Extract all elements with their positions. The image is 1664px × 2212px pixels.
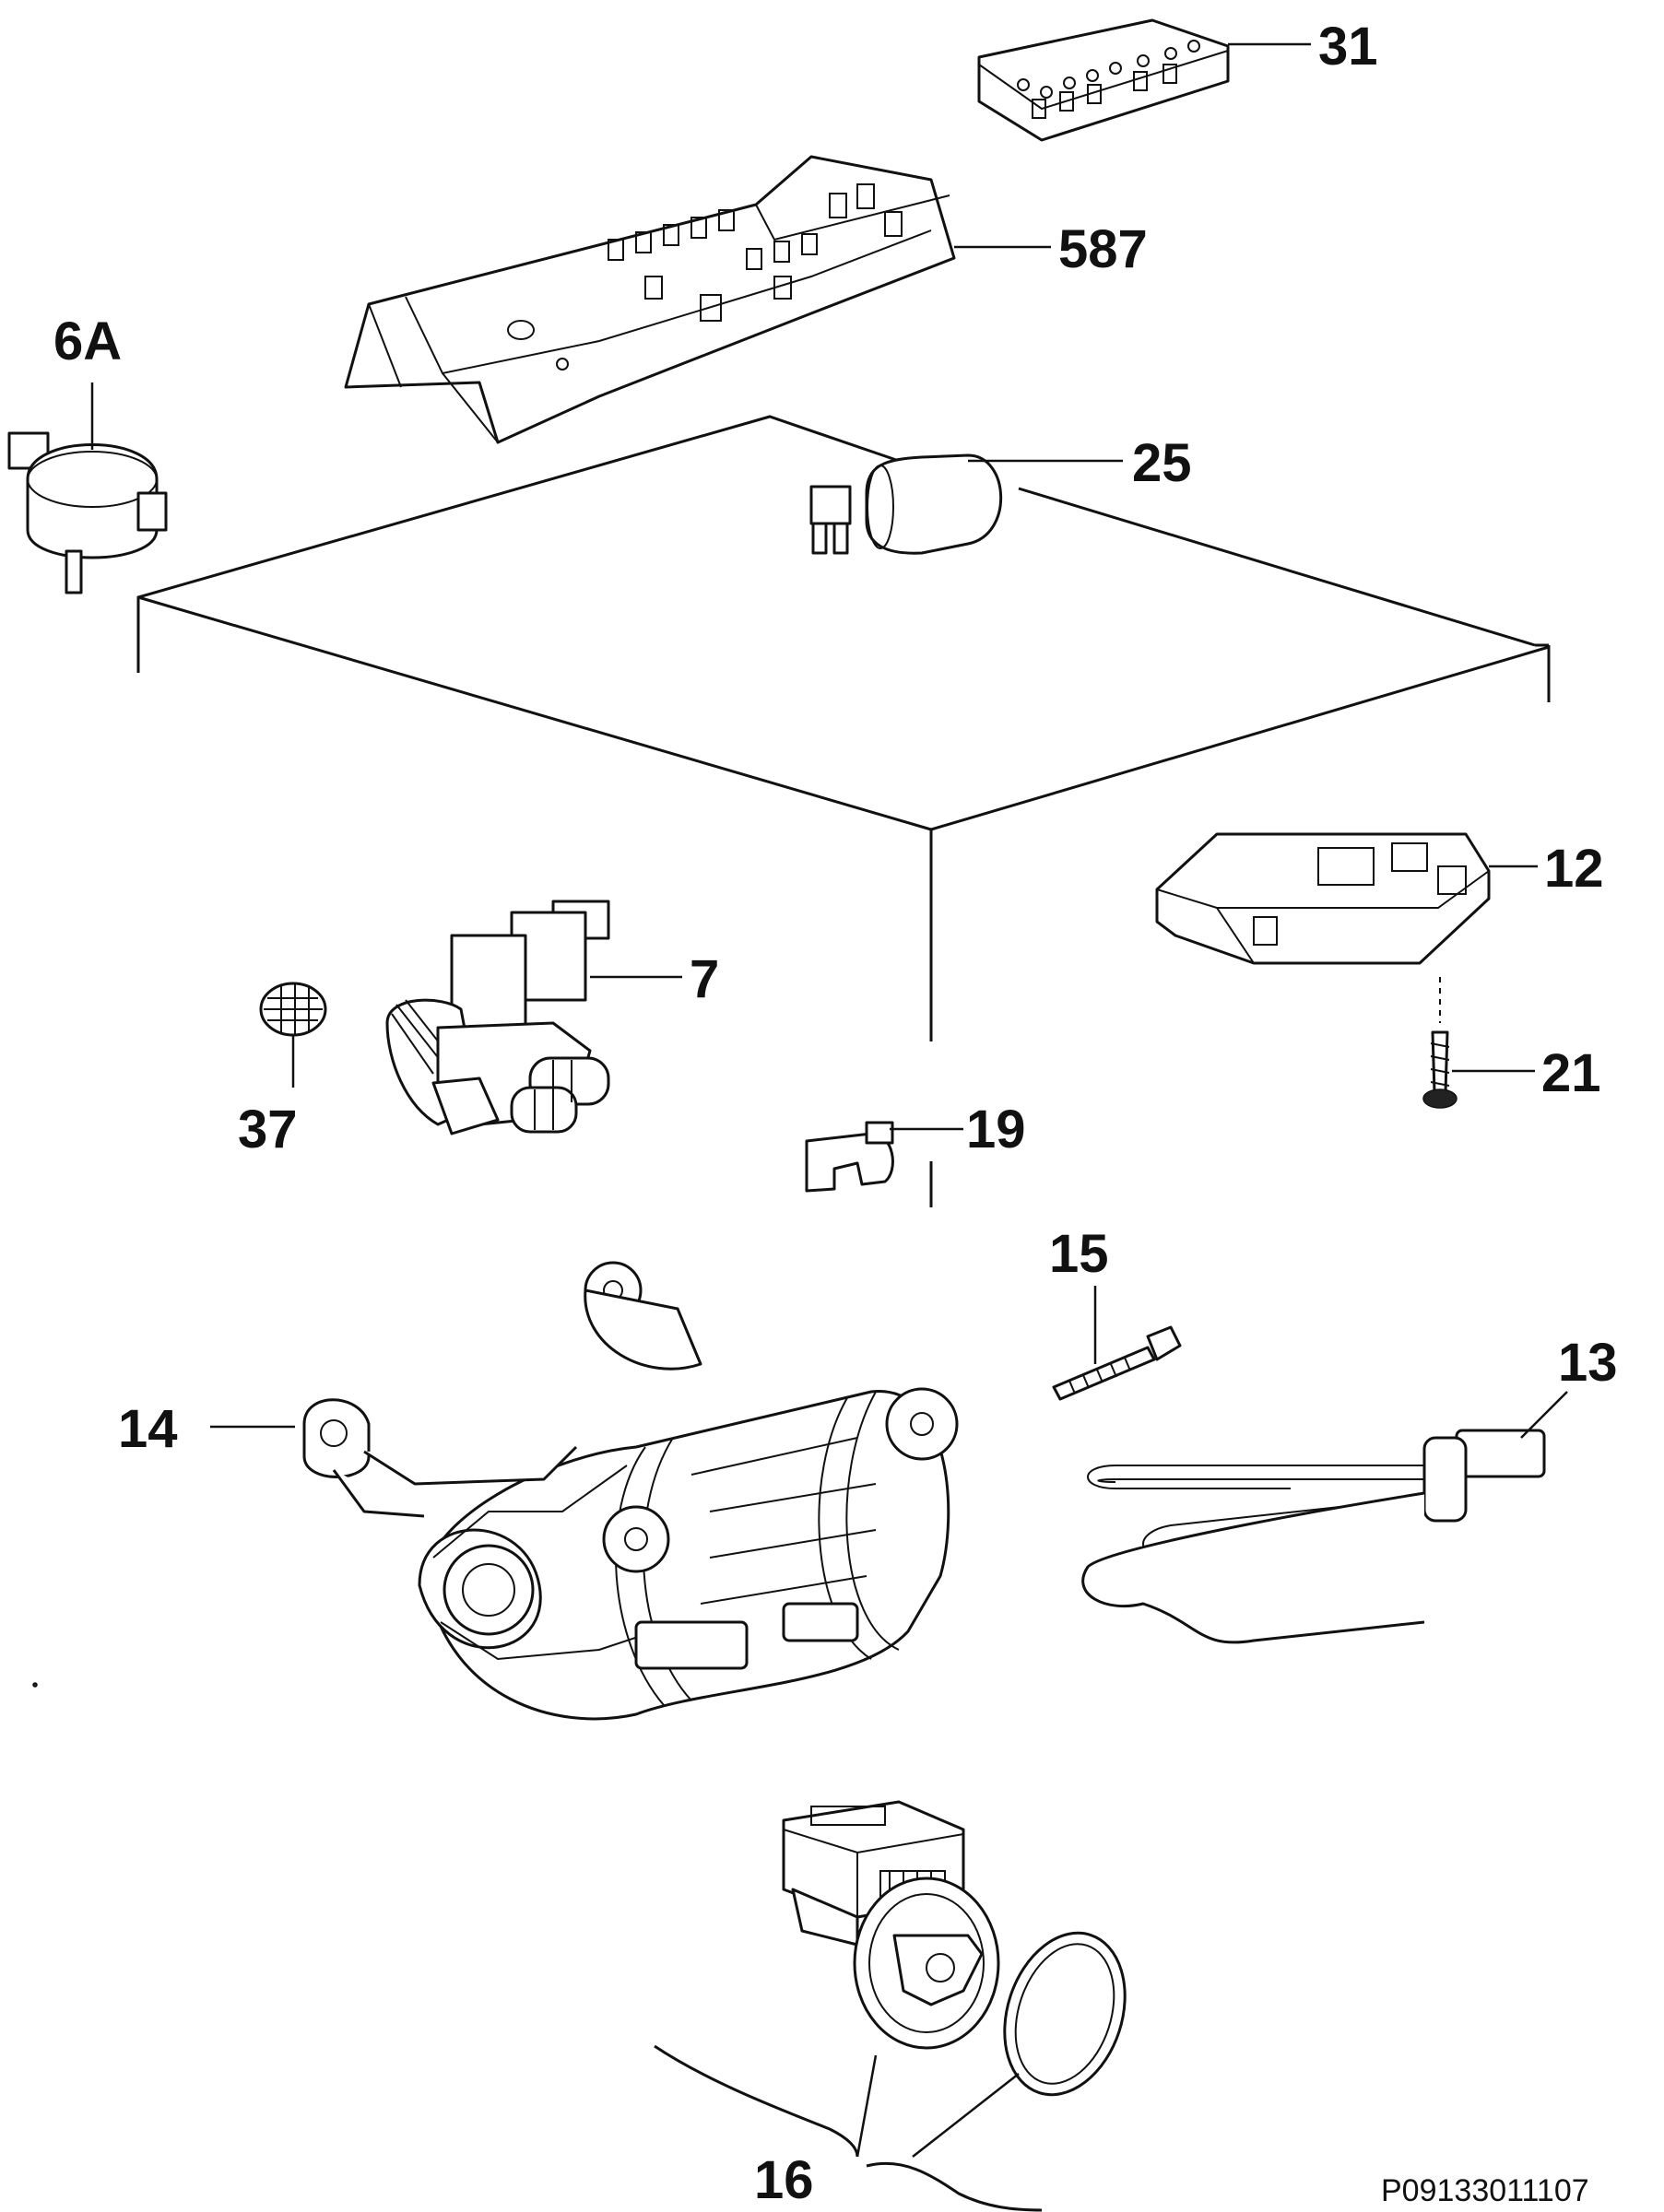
label-13: 13 [1558, 1333, 1618, 1393]
leader-13 [1520, 1391, 1568, 1439]
part-12-door-lock[interactable] [1155, 832, 1491, 965]
label-12: 12 [1544, 839, 1604, 899]
part-31-interface-board[interactable] [977, 18, 1230, 142]
part-587-control-module[interactable] [344, 155, 956, 444]
label-37: 37 [238, 1100, 298, 1159]
label-21: 21 [1541, 1043, 1601, 1103]
part-19-connector[interactable] [805, 1121, 894, 1193]
part-6A-selector-switch[interactable] [7, 431, 168, 594]
label-587: 587 [1058, 219, 1148, 279]
part-7-inlet-valve[interactable] [385, 900, 610, 1135]
label-15: 15 [1049, 1224, 1109, 1284]
part-37-filter[interactable] [259, 982, 327, 1037]
part-21-screw[interactable] [1422, 977, 1457, 1109]
part-16-drain-pump[interactable] [782, 1800, 1145, 2111]
part-14-motor[interactable] [302, 1261, 959, 1721]
label-31: 31 [1318, 17, 1378, 76]
label-6A: 6A [53, 312, 122, 371]
label-16: 16 [754, 2150, 814, 2210]
part-15-bolt[interactable] [1052, 1325, 1182, 1401]
stray-mark [32, 1682, 38, 1688]
part-25-capacitor[interactable] [809, 453, 1003, 555]
label-25: 25 [1132, 433, 1192, 493]
cabinet-outline [136, 415, 1551, 1207]
reference-code: P09133011107 [1381, 2173, 1589, 2208]
label-19: 19 [966, 1100, 1026, 1159]
part-13-heating-element[interactable] [1081, 1429, 1546, 1644]
label-7: 7 [690, 949, 719, 1009]
leader-16 [654, 2044, 1043, 2212]
label-14: 14 [118, 1399, 178, 1459]
